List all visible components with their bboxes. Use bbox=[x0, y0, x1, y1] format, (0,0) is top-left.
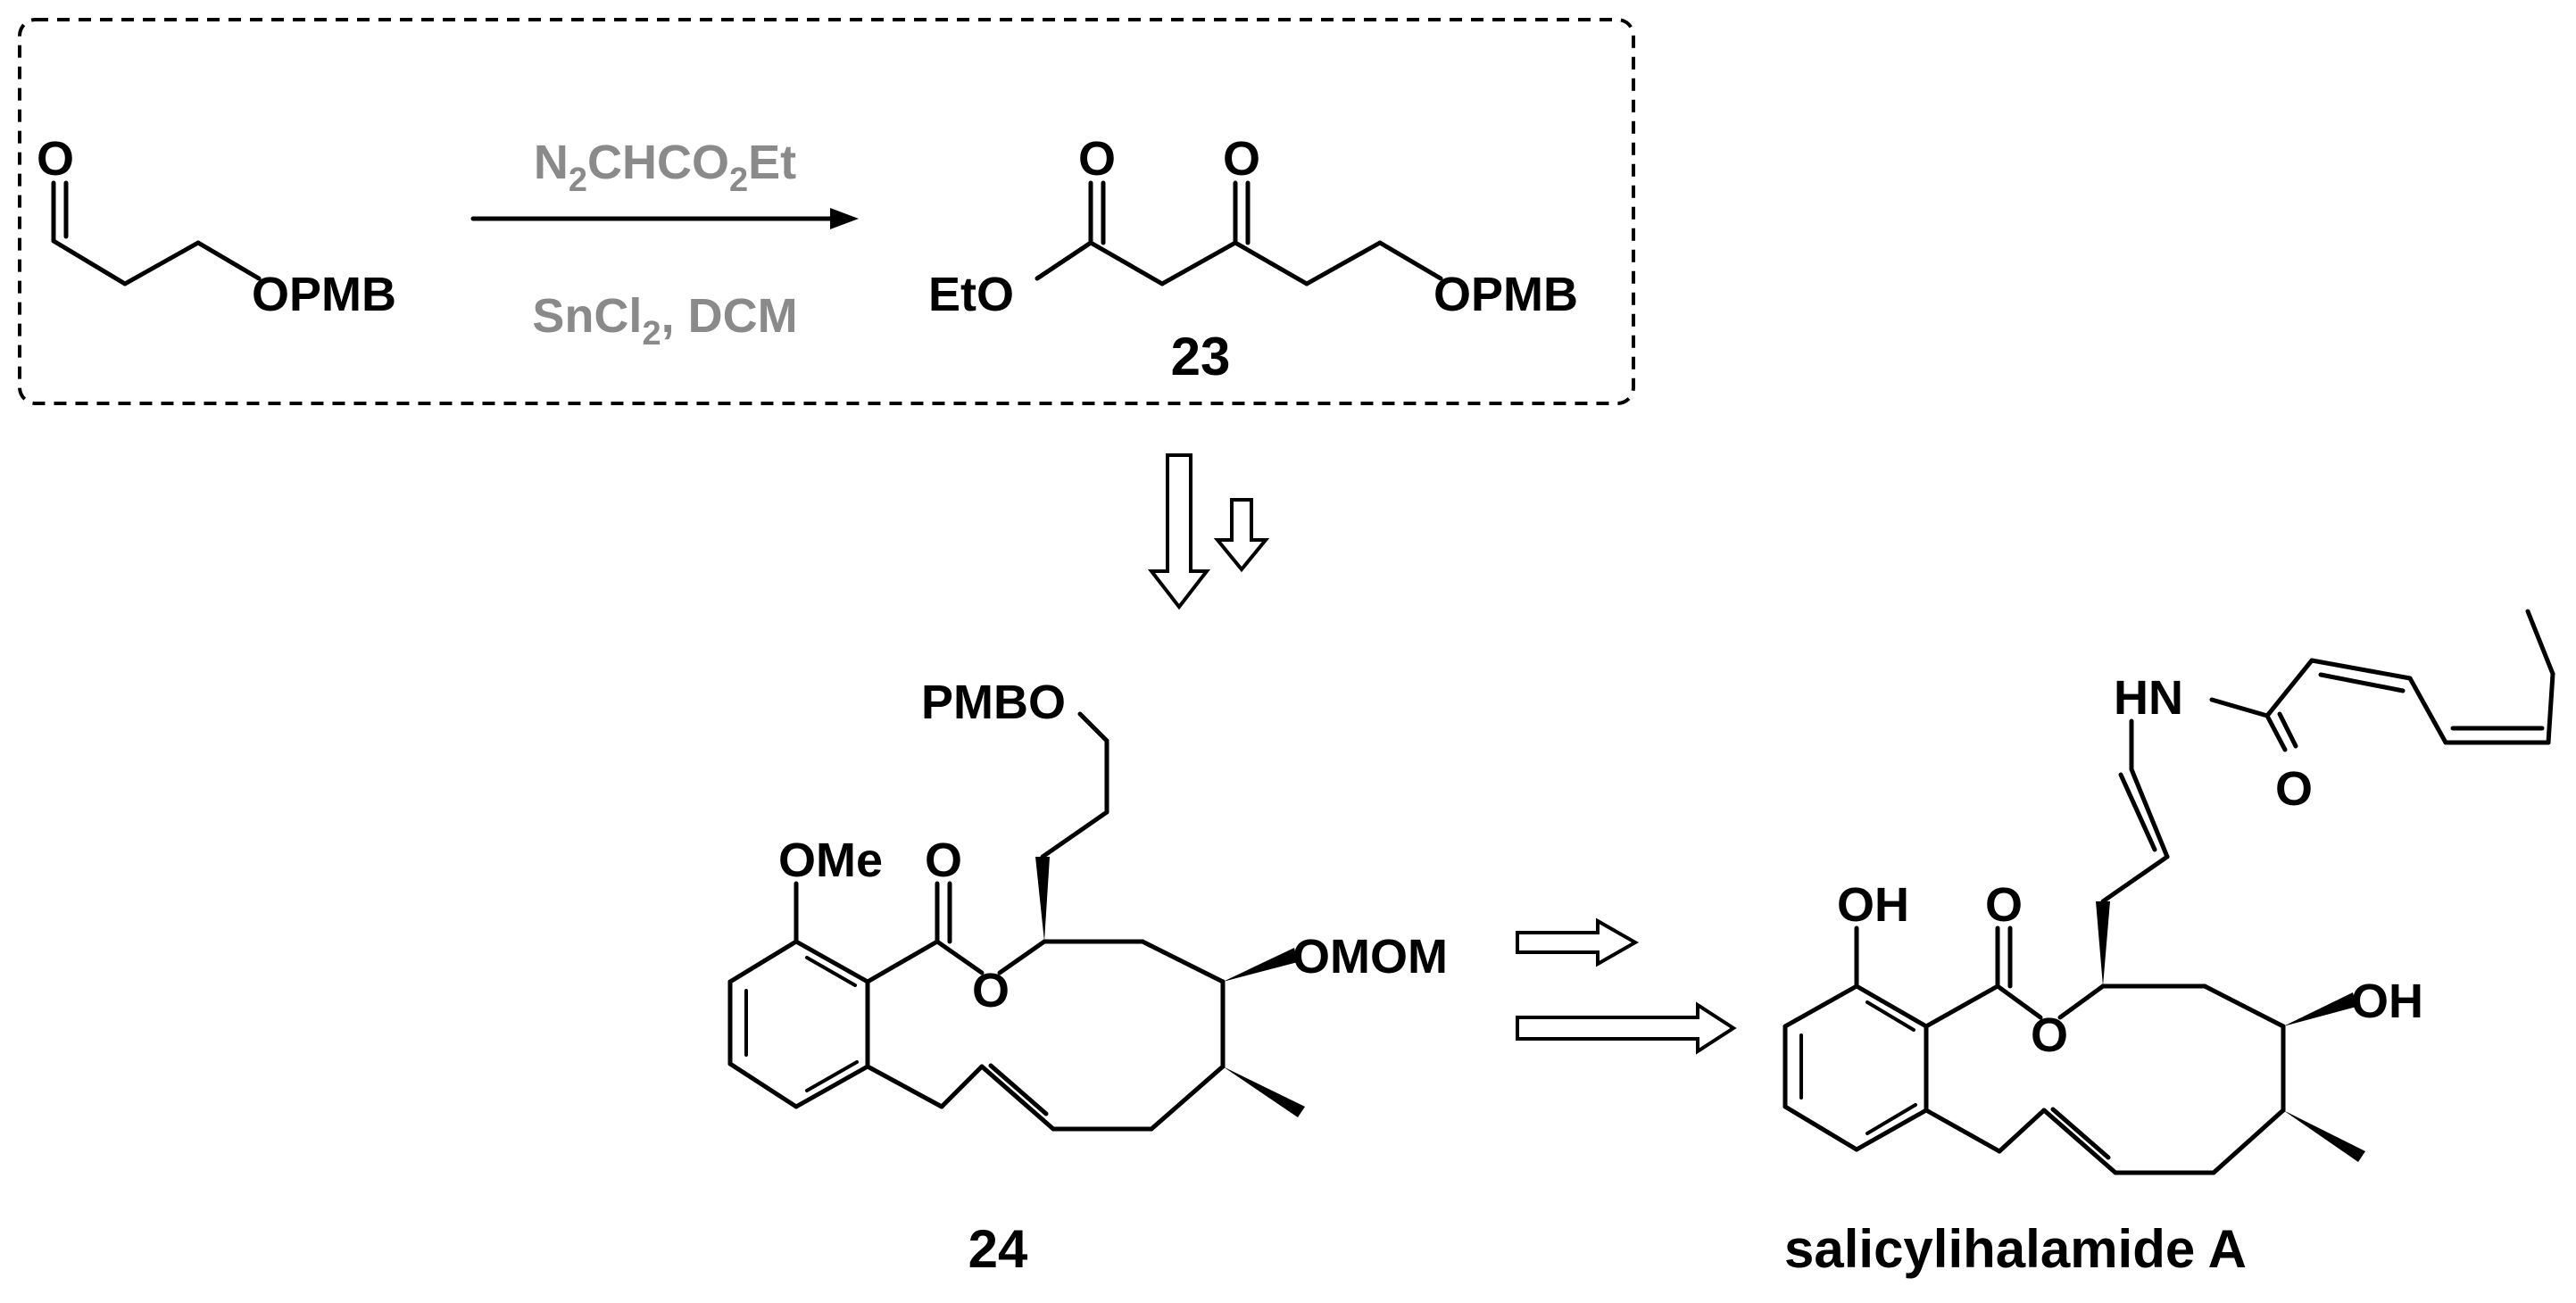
opmb-23: OPMB bbox=[1433, 268, 1578, 321]
amide-hn: HN bbox=[2114, 671, 2183, 725]
dashed-step-box bbox=[18, 18, 1635, 405]
pmbo-label: PMBO bbox=[921, 676, 1066, 729]
reagent-top: N2CHCO2Et bbox=[534, 136, 796, 199]
reaction-arrow bbox=[470, 208, 859, 229]
amide-oxygen: O bbox=[2275, 762, 2313, 816]
retro-arrows-down bbox=[1147, 453, 1270, 610]
compound-23: EtO O O OPMB 23 bbox=[928, 132, 1578, 386]
compound-24-label: 24 bbox=[968, 1219, 1028, 1279]
aldehyde-oxygen: O bbox=[37, 132, 74, 186]
ketone-oxygen: O bbox=[1223, 132, 1260, 186]
ester-carbonyl-oxygen: O bbox=[1078, 132, 1116, 186]
phenol-oh: OH bbox=[1837, 878, 1909, 932]
omom-label: OMOM bbox=[1292, 930, 1448, 983]
reagent-bottom: SnCl2, DCM bbox=[532, 289, 797, 353]
ethoxy-label: EtO bbox=[928, 268, 1014, 321]
ome-label: OMe bbox=[778, 834, 883, 887]
carbonyl-oxygen-24: O bbox=[925, 834, 962, 887]
salicylihalamide-a: OH O O HN O OH bbox=[1782, 609, 2555, 1279]
salicylihalamide-label: salicylihalamide A bbox=[1784, 1219, 2247, 1279]
start-opmb: OPMB bbox=[252, 268, 396, 321]
compound-24: OMe O O PMBO OMOM 24 bbox=[727, 676, 1448, 1279]
compound-23-label: 23 bbox=[1171, 327, 1231, 386]
retro-arrows-right bbox=[1516, 917, 1737, 1055]
carbonyl-oxygen-sal: O bbox=[1985, 878, 2023, 932]
ring-oh: OH bbox=[2351, 975, 2423, 1028]
start-material: O OPMB bbox=[37, 132, 396, 321]
